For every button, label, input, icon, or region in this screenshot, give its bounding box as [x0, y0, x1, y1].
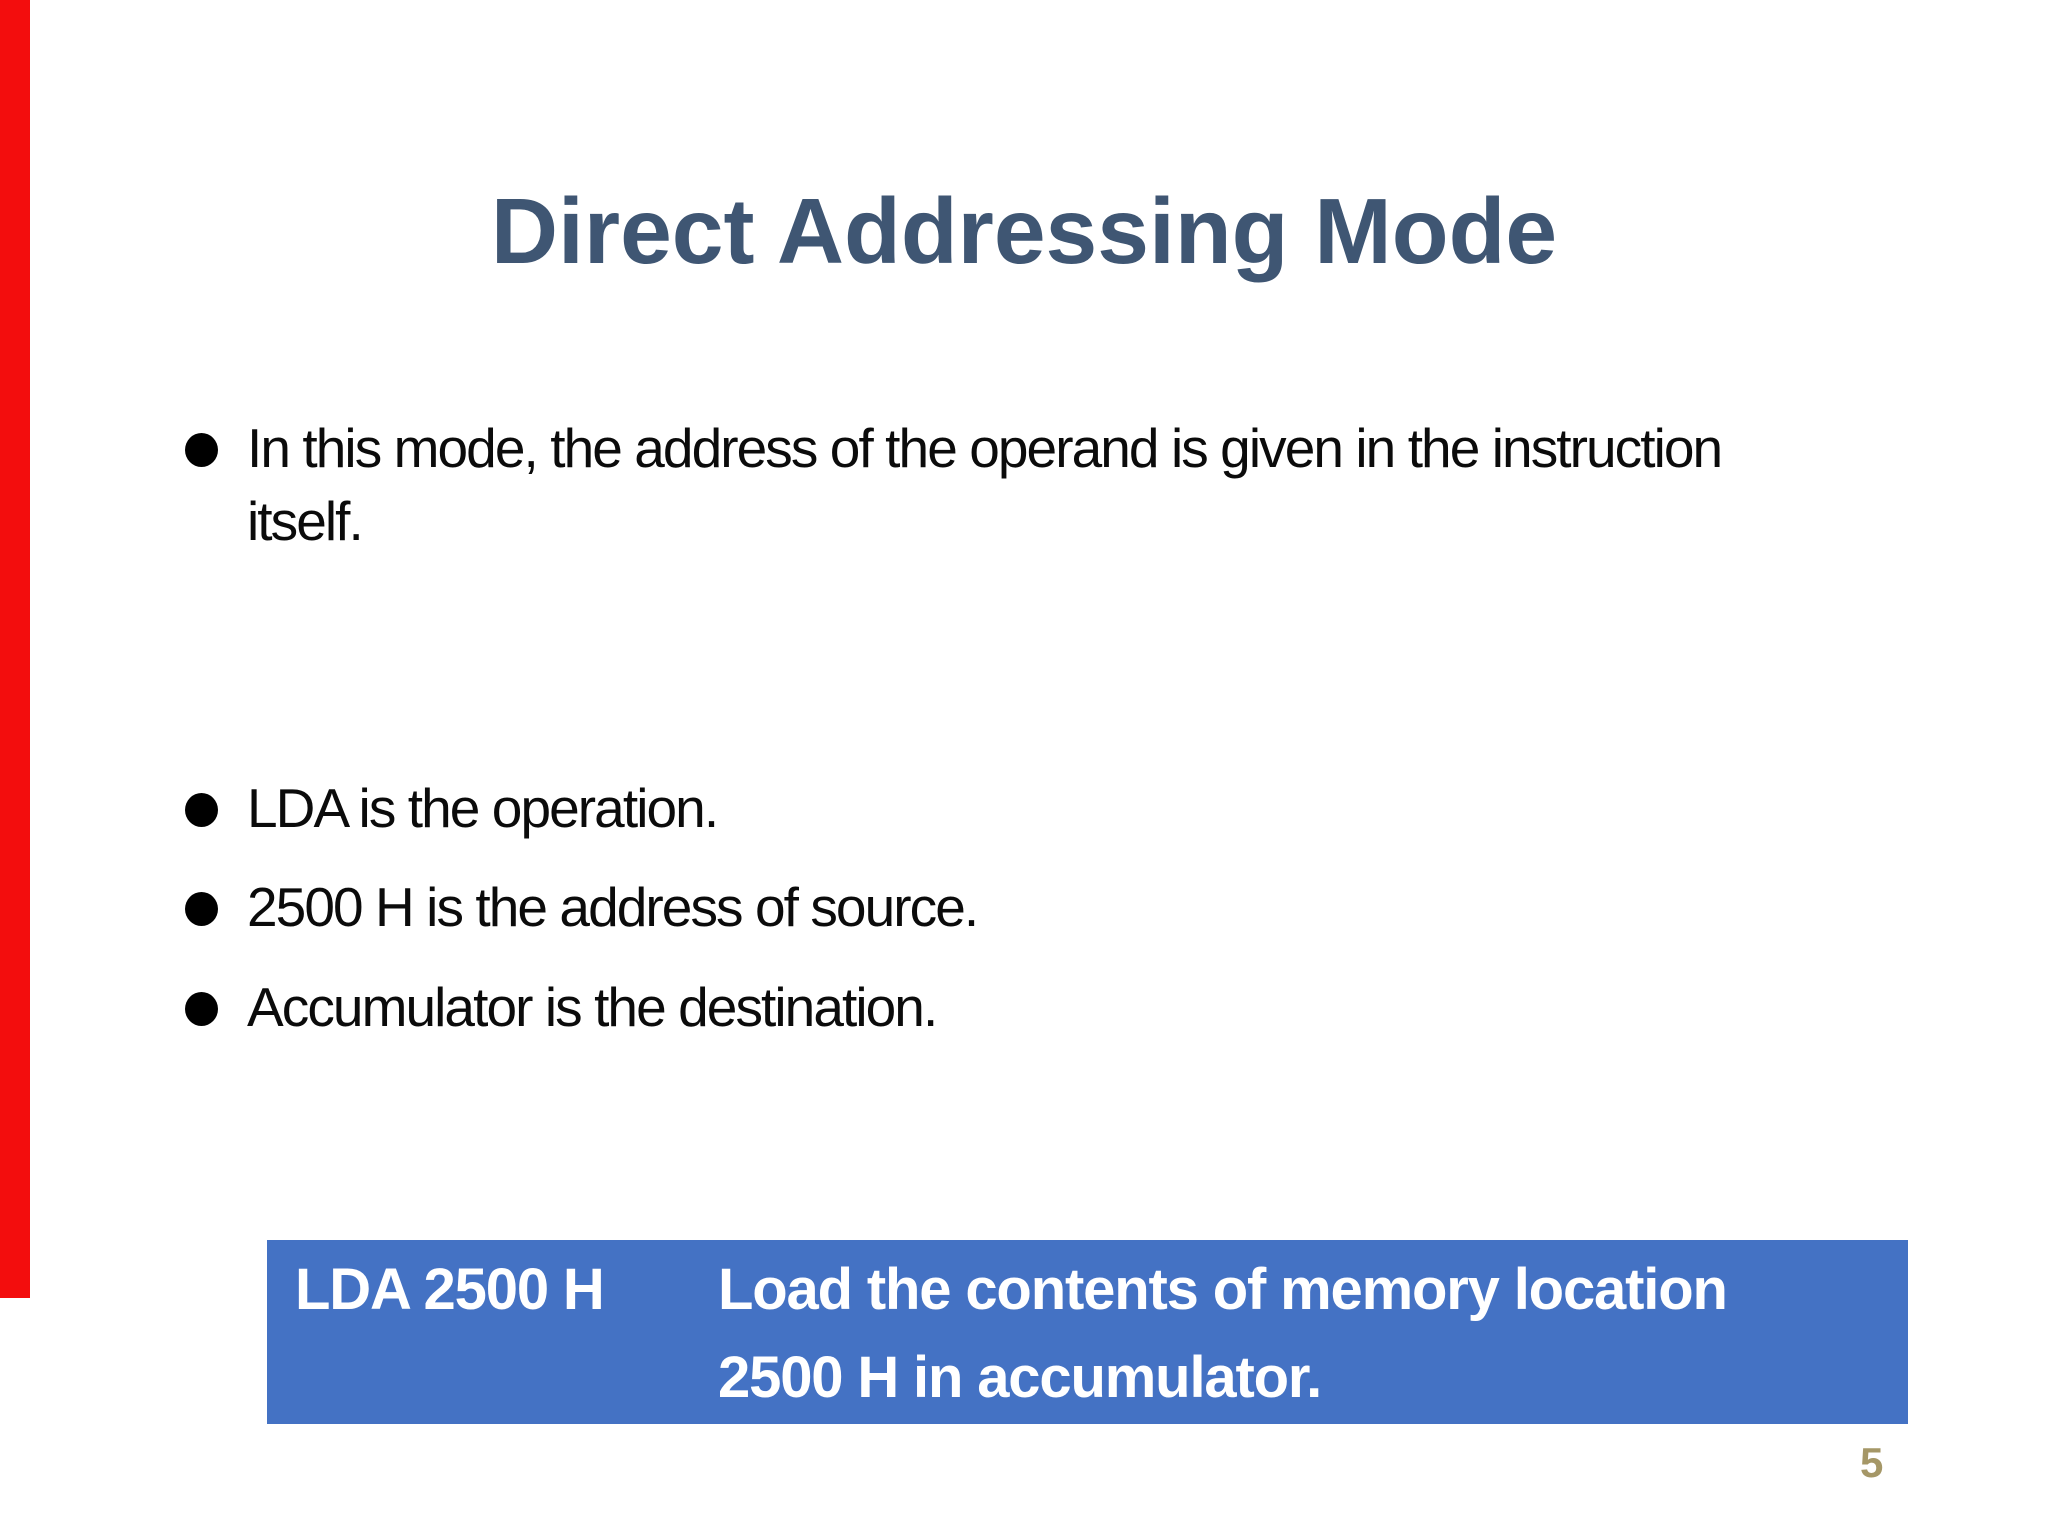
bullet-line: In this mode, the address of the operand…	[247, 417, 1723, 479]
bullet-text: In this mode, the address of the operand…	[247, 412, 1723, 558]
bullet-dot-icon	[185, 433, 218, 467]
bullet-item-intro: In this mode, the address of the operand…	[185, 412, 1723, 558]
bullet-text: 2500 H is the address of source.	[247, 871, 979, 944]
bullet-dot-icon	[185, 892, 218, 926]
instruction-description-line: 2500 H in accumulator.	[718, 1345, 1322, 1410]
bullet-text: LDA is the operation.	[247, 772, 719, 845]
bullet-line: itself.	[247, 490, 364, 552]
bullet-line: LDA is the operation.	[247, 777, 719, 839]
bullet-item-lda: LDA is the operation.	[185, 772, 719, 845]
instruction-description: Load the contents of memory location 250…	[718, 1246, 1728, 1424]
page-number: 5	[1860, 1439, 1884, 1486]
bullet-line: 2500 H is the address of source.	[247, 876, 979, 938]
instruction-box: LDA 2500 H Load the contents of memory l…	[267, 1240, 1908, 1424]
bullet-item-accumulator: Accumulator is the destination.	[185, 971, 938, 1044]
left-red-accent-bar	[0, 0, 30, 1298]
instruction-description-line: Load the contents of memory location	[718, 1257, 1728, 1322]
bullet-line: Accumulator is the destination.	[247, 976, 938, 1038]
slide-title: Direct Addressing Mode	[490, 179, 1558, 283]
instruction-mnemonic: LDA 2500 H	[295, 1257, 605, 1322]
bullet-dot-icon	[185, 992, 218, 1026]
bullet-dot-icon	[185, 793, 218, 827]
bullet-text: Accumulator is the destination.	[247, 971, 938, 1044]
bullet-item-address: 2500 H is the address of source.	[185, 871, 979, 944]
